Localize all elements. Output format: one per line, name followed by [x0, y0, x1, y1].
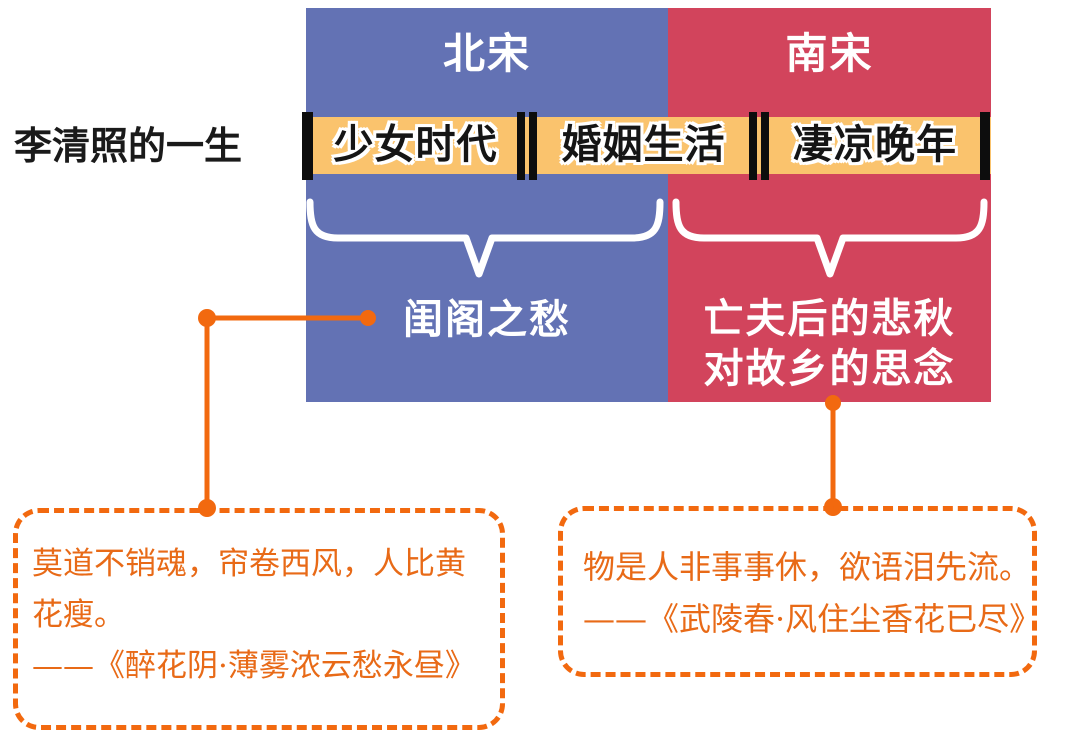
timeline-divider-start [302, 112, 313, 180]
northern-song-label: 北宋 [442, 30, 531, 77]
south-theme-line2: 对故乡的思念 [703, 347, 956, 391]
quote-left-line2: 花瘦。 [32, 597, 125, 633]
quote-left-attribution: ——《醉花阴·薄雾浓云愁永昼》 [32, 648, 476, 684]
page-title: 李清照的一生 [14, 126, 243, 168]
quote-right-attribution: ——《武陵春·风住尘香花已尽》 [583, 600, 1042, 638]
timeline-divider-end [980, 112, 990, 180]
timeline-divider-2a [749, 112, 757, 180]
connector-dot-corner [198, 309, 216, 327]
phase-late-years-label: 凄凉晚年 [793, 123, 957, 167]
timeline-divider-1b [529, 112, 537, 180]
quote-right-line1: 物是人非事事休，欲语泪先流。 [583, 548, 1032, 586]
quote-box-zuihuayin: 莫道不销魂，帘卷西风，人比黄 花瘦。 ——《醉花阴·薄雾浓云愁永昼》 [13, 508, 505, 730]
phase-marriage-label: 婚姻生活 [561, 123, 726, 167]
southern-song-label: 南宋 [785, 30, 874, 77]
south-theme-label: 亡夫后的悲秋 对故乡的思念 [668, 294, 991, 394]
timeline-divider-1a [517, 112, 525, 180]
quote-box-wulingchun: 物是人非事事休，欲语泪先流。 ——《武陵春·风住尘香花已尽》 [558, 506, 1042, 677]
north-theme-label: 闺阁之愁 [306, 295, 668, 345]
quote-left-line1: 莫道不销魂，帘卷西风，人比黄 [32, 546, 466, 582]
timeline-band [306, 117, 991, 174]
north-theme-text: 闺阁之愁 [403, 298, 571, 342]
phase-girlhood-label: 少女时代 [333, 123, 498, 167]
south-theme-line1: 亡夫后的悲秋 [703, 297, 956, 341]
timeline-divider-2b [761, 112, 769, 180]
